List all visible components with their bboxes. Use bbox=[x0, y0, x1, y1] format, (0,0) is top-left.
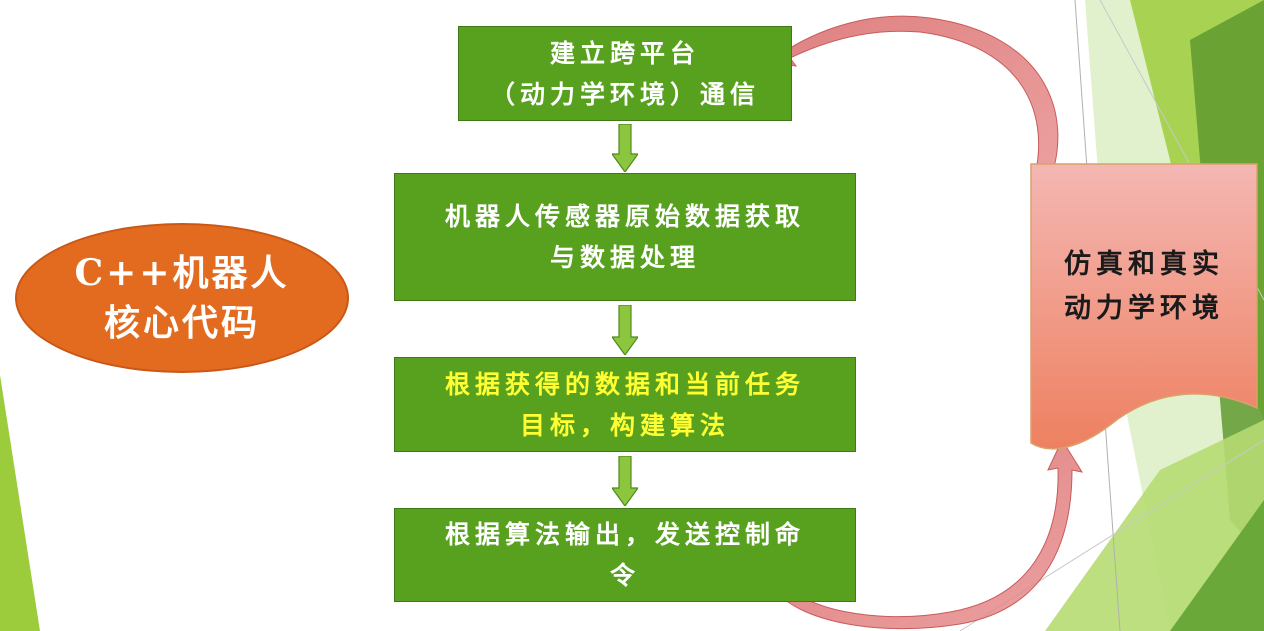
document-shape bbox=[1030, 163, 1258, 450]
down-arrow-icon bbox=[612, 456, 638, 506]
flow-step-3-line1: 根据获得的数据和当前任务 bbox=[444, 369, 805, 399]
down-arrow-icon bbox=[612, 124, 638, 172]
flow-step-4-line1: 根据算法输出，发送控制命 bbox=[444, 520, 805, 549]
flow-step-1-line2: （动力学环境）通信 bbox=[489, 79, 760, 109]
flow-step-4-line2: 令 bbox=[609, 561, 640, 590]
environment-document: 仿真和真实 动力学环境 bbox=[1030, 163, 1258, 463]
core-code-ellipse: C++机器人 核心代码 bbox=[15, 223, 349, 373]
core-code-line2: 核心代码 bbox=[103, 302, 260, 344]
flow-step-2-line2: 与数据处理 bbox=[549, 243, 700, 272]
left-green-facet bbox=[0, 375, 40, 631]
right-bottom-dark-facet bbox=[1170, 500, 1264, 631]
flow-step-3: 根据获得的数据和当前任务 目标，构建算法 bbox=[394, 357, 856, 452]
flow-step-1-line1: 建立跨平台 bbox=[549, 38, 700, 68]
flow-step-3-line2: 目标，构建算法 bbox=[519, 410, 730, 440]
flow-step-1: 建立跨平台 （动力学环境）通信 bbox=[458, 26, 792, 121]
flow-step-2: 机器人传感器原始数据获取 与数据处理 bbox=[394, 173, 856, 301]
environment-text: 仿真和真实 动力学环境 bbox=[1030, 243, 1258, 331]
environment-line1: 仿真和真实 bbox=[1064, 249, 1224, 280]
flow-step-4: 根据算法输出，发送控制命 令 bbox=[394, 508, 856, 602]
core-code-line1: C++机器人 bbox=[74, 252, 290, 294]
environment-line2: 动力学环境 bbox=[1064, 293, 1224, 324]
down-arrow-icon bbox=[612, 305, 638, 355]
flow-step-2-line1: 机器人传感器原始数据获取 bbox=[444, 202, 805, 231]
